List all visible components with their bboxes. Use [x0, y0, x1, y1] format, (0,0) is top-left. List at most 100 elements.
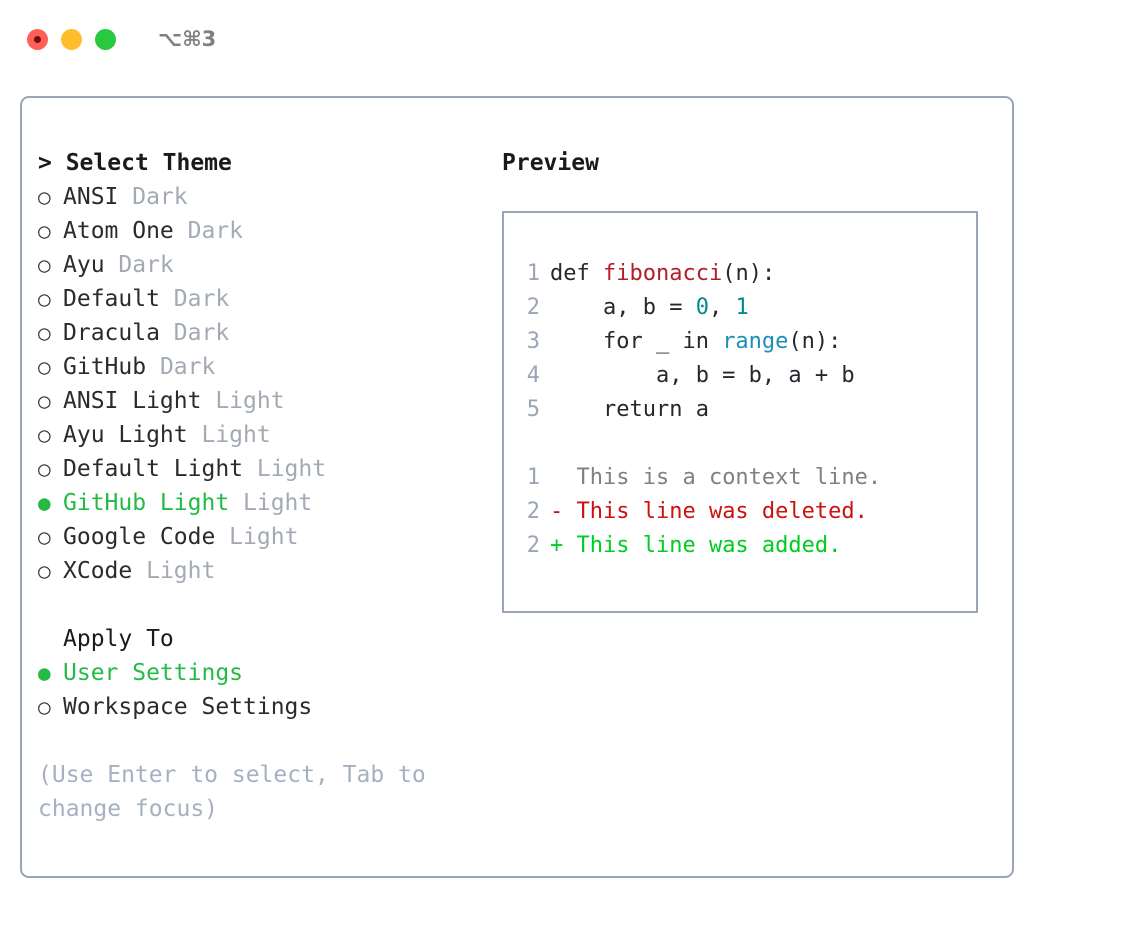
theme-option-label: GitHub — [63, 354, 147, 380]
theme-option-google-code[interactable]: ○Google Code Light — [38, 520, 488, 554]
code-token-plain: , — [708, 295, 736, 320]
diff-marker-deleted: - — [550, 499, 564, 524]
diff-sample: 1 This is a context line.2- This line wa… — [504, 461, 976, 563]
radio-unselected-icon: ○ — [38, 389, 51, 413]
theme-option-category: Dark — [159, 320, 230, 346]
window-controls — [27, 28, 116, 50]
caret-icon: > — [38, 150, 66, 176]
maximize-button-icon[interactable] — [95, 28, 116, 50]
code-line-content: a, b = 0, 1 — [550, 291, 749, 325]
theme-selector-column: > Select Theme ○ANSI Dark○Atom One Dark○… — [38, 146, 488, 826]
theme-option-category: Dark — [118, 184, 188, 210]
title-bar: ⌥⌘3 — [0, 0, 1140, 78]
diff-marker-added: + — [550, 533, 564, 558]
theme-option-category: Light — [201, 388, 285, 414]
code-line-number: 4 — [526, 363, 540, 388]
code-line: 4 a, b = b, a + b — [504, 359, 976, 393]
code-token-plain: a, b = b, a + b — [550, 363, 855, 388]
code-line-content: return a — [550, 393, 709, 427]
theme-option-category: Dark — [146, 354, 216, 380]
code-token-plain: return a — [550, 397, 709, 422]
code-line-content: a, b = b, a + b — [550, 359, 855, 393]
theme-option-github[interactable]: ○ GitHub Dark — [38, 350, 488, 384]
radio-unselected-icon: ○ — [38, 355, 51, 379]
radio-unselected-icon: ○ — [38, 287, 51, 311]
code-line-number: 5 — [526, 397, 540, 422]
apply-to-heading: ○Apply To — [38, 622, 488, 656]
theme-list: ○ANSI Dark○Atom One Dark○Ayu Dark○Defaul… — [38, 180, 488, 588]
radio-unselected-icon: ○ — [38, 559, 51, 583]
code-line-number: 3 — [526, 329, 540, 354]
apply-to-option-user-settings[interactable]: ● User Settings — [38, 656, 488, 690]
panel-columns: > Select Theme ○ANSI Dark○Atom One Dark○… — [22, 98, 1012, 876]
apply-to-option-workspace-settings[interactable]: ○ Workspace Settings — [38, 690, 488, 724]
theme-option-category: Light — [229, 490, 313, 516]
apply-to-option-label: Workspace Settings — [63, 694, 313, 720]
radio-unselected-icon: ○ — [38, 423, 51, 447]
diff-line: 2+ This line was added. — [504, 529, 976, 563]
theme-option-label: Google Code — [63, 524, 216, 550]
theme-option-ayu-light[interactable]: ○ Ayu Light Light — [38, 418, 488, 452]
select-theme-heading: > Select Theme — [38, 146, 488, 180]
theme-option-label: ANSI Light — [63, 388, 202, 414]
radio-unselected-icon: ○ — [38, 253, 51, 277]
theme-option-default-light[interactable]: ○Default Light Light — [38, 452, 488, 486]
preview-heading: Preview — [502, 150, 599, 176]
close-button-icon[interactable] — [27, 28, 48, 50]
theme-option-category: Dark — [104, 252, 174, 278]
code-line: 3 for _ in range(n): — [504, 325, 976, 359]
diff-line-content: This line was added. — [563, 533, 842, 558]
radio-unselected-icon: ○ — [38, 321, 51, 345]
theme-option-label: Default Light — [63, 456, 244, 482]
diff-line-content: This is a context line. — [563, 465, 882, 490]
diff-line-number: 1 — [526, 465, 540, 490]
theme-option-label: Dracula — [63, 320, 160, 346]
keyboard-hint-text: (Use Enter to select, Tab to change focu… — [38, 762, 426, 822]
keyboard-shortcut-label: ⌥⌘3 — [158, 27, 217, 51]
theme-option-label: XCode — [63, 558, 133, 584]
theme-option-label: Ayu Light — [63, 422, 188, 448]
radio-unselected-icon: ○ — [38, 457, 51, 481]
main-panel: > Select Theme ○ANSI Dark○Atom One Dark○… — [20, 96, 1014, 878]
theme-option-dracula[interactable]: ○ Dracula Dark — [38, 316, 488, 350]
apply-to-option-label: User Settings — [63, 660, 244, 686]
theme-option-ansi-light[interactable]: ○ ANSI Light Light — [38, 384, 488, 418]
theme-option-xcode[interactable]: ○ XCode Light — [38, 554, 488, 588]
code-line: 5 return a — [504, 393, 976, 427]
theme-option-atom-one[interactable]: ○Atom One Dark — [38, 214, 488, 248]
code-token-call: range — [722, 329, 789, 354]
code-diff-separator — [504, 427, 976, 461]
code-token-function: fibonacci — [602, 261, 723, 286]
theme-option-category: Light — [132, 558, 216, 584]
theme-option-github-light[interactable]: ●GitHub Light Light — [38, 486, 488, 520]
code-token-plain: def — [550, 261, 603, 286]
theme-option-category: Light — [187, 422, 271, 448]
code-token-plain: for _ in — [550, 329, 723, 354]
radio-selected-icon: ● — [38, 491, 51, 515]
theme-option-ayu[interactable]: ○Ayu Dark — [38, 248, 488, 282]
theme-option-default[interactable]: ○Default Dark — [38, 282, 488, 316]
code-token-plain: a, b = — [550, 295, 696, 320]
diff-marker-context — [550, 461, 563, 495]
code-token-number: 0 — [695, 295, 709, 320]
select-theme-heading-label: Select Theme — [65, 150, 232, 176]
code-line-number: 2 — [526, 295, 540, 320]
radio-unselected-icon: ○ — [38, 219, 51, 243]
apply-to-heading-label: Apply To — [63, 626, 174, 652]
radio-unselected-icon: ○ — [38, 695, 51, 719]
diff-line: 2- This line was deleted. — [504, 495, 976, 529]
apply-to-heading-marker-spacer: ○ — [38, 622, 63, 656]
code-line-content: def fibonacci(n): — [550, 257, 775, 291]
minimize-button-icon[interactable] — [61, 28, 82, 50]
theme-option-ansi[interactable]: ○ANSI Dark — [38, 180, 488, 214]
theme-option-label: Default — [63, 286, 160, 312]
list-spacer — [38, 588, 488, 622]
radio-selected-icon: ● — [38, 661, 51, 685]
theme-option-label: Atom One — [63, 218, 174, 244]
diff-line: 1 This is a context line. — [504, 461, 976, 495]
